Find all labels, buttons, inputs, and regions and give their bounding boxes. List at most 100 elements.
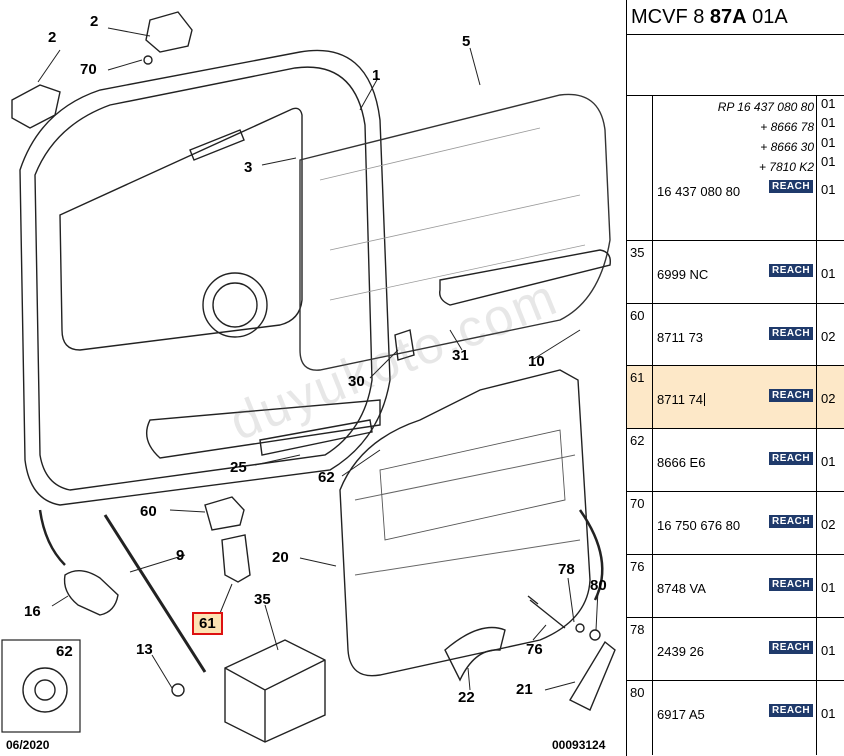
callout-30[interactable]: 30 (348, 373, 365, 390)
handle (444, 626, 506, 682)
part-number-text: 8711 74 (657, 392, 704, 407)
part-number-selected[interactable]: 8711 74 (657, 392, 706, 407)
trim-strip-10 (439, 249, 611, 306)
callout-76[interactable]: 76 (526, 641, 543, 658)
reach-badge: REACH (769, 264, 814, 277)
part-number[interactable]: 8711 73 (657, 330, 704, 345)
row-main: 2439 26 REACH (653, 618, 817, 680)
callout-20[interactable]: 20 (272, 549, 289, 566)
callout-1[interactable]: 1 (372, 67, 381, 84)
part-number[interactable]: 16 437 080 80 (657, 184, 741, 199)
row-ref (627, 96, 653, 240)
line-qty: 01 (821, 115, 836, 130)
bracket-60 (204, 496, 245, 531)
line-qty: 01 (821, 135, 836, 150)
panel-header: MCVF 8 87A 01A (627, 0, 844, 35)
quantity: 01 (821, 580, 836, 595)
part-row-35[interactable]: 35 6999 NC REACH 01 (627, 241, 844, 304)
row-main: 8666 E6 REACH (653, 429, 817, 491)
callout-35[interactable]: 35 (254, 591, 271, 608)
reach-badge: REACH (769, 578, 814, 591)
callout-9[interactable]: 9 (176, 547, 185, 564)
callout-10[interactable]: 10 (528, 353, 545, 370)
part-row-76[interactable]: 76 8748 VA REACH 01 (627, 555, 844, 618)
inset-frame (1, 639, 81, 733)
row-main: 8711 73 REACH (653, 304, 817, 365)
callout-3[interactable]: 3 (244, 159, 253, 176)
header-bold: 87A (709, 6, 747, 28)
diagram-reference: 00093124 (552, 738, 606, 752)
callout-22[interactable]: 22 (458, 689, 475, 706)
text-caret (704, 393, 706, 406)
parts-panel: MCVF 8 87A 01A RP 16 437 080 80 + 8666 7… (626, 0, 844, 756)
callout-70[interactable]: 70 (80, 61, 97, 78)
row-ref: 70 (627, 492, 653, 554)
callout-5[interactable]: 5 (462, 33, 471, 50)
part-row-70[interactable]: 70 16 750 676 80 REACH 02 (627, 492, 844, 555)
diagram-date: 06/2020 (6, 738, 50, 752)
part-row-61-selected[interactable]: 61 8711 74 REACH 02 (627, 366, 844, 429)
line-qty: 01 (821, 96, 836, 111)
reach-badge: REACH (769, 327, 814, 340)
callout-2-top[interactable]: 2 (90, 13, 99, 30)
row-main: 6917 A5 REACH (653, 681, 817, 755)
part-number[interactable]: 8666 E6 (657, 455, 706, 470)
row-ref: 62 (627, 429, 653, 491)
part-row-80[interactable]: 80 6917 A5 REACH 01 (627, 681, 844, 755)
pull-strap (569, 640, 616, 711)
header-suffix: 01A (746, 6, 788, 28)
trim-strip-25 (146, 399, 381, 459)
exploded-parts-diagram: duyukoto.com 2 2 70 5 1 3 30 31 10 25 62… (1, 11, 616, 752)
part-number[interactable]: 8748 VA (657, 581, 706, 596)
quantity: 02 (821, 329, 836, 344)
hinge-top (145, 11, 193, 53)
glass-panel (299, 93, 611, 371)
part-number[interactable]: 6917 A5 (657, 707, 705, 722)
part-row-62[interactable]: 62 8666 E6 REACH 01 (627, 429, 844, 492)
row-qty-col: 01 (817, 429, 844, 491)
part-row-78[interactable]: 78 2439 26 REACH 01 (627, 618, 844, 681)
panel-blank-row (627, 35, 844, 96)
part-row-kit[interactable]: RP 16 437 080 80 + 8666 78 + 8666 30 + 7… (627, 96, 844, 241)
tailgate-window (59, 107, 303, 351)
row-ref: 78 (627, 618, 653, 680)
callout-31[interactable]: 31 (452, 347, 469, 364)
part-number[interactable]: 6999 NC (657, 267, 709, 282)
callout-62-inset[interactable]: 62 (56, 643, 73, 660)
row-ref: 60 (627, 304, 653, 365)
reach-badge: REACH (769, 180, 814, 193)
callout-13[interactable]: 13 (136, 641, 153, 658)
quantity: 01 (821, 643, 836, 658)
row-qty-col: 01 (817, 241, 844, 303)
callout-61-highlighted[interactable]: 61 (192, 612, 223, 635)
row-qty-col: 01 (817, 555, 844, 617)
reach-badge: REACH (769, 452, 814, 465)
quantity: 01 (821, 454, 836, 469)
part-number[interactable]: 2439 26 (657, 644, 704, 659)
callout-16[interactable]: 16 (24, 603, 41, 620)
kit-line: RP 16 437 080 80 (717, 100, 814, 114)
callout-62-upper[interactable]: 62 (318, 469, 335, 486)
part-number[interactable]: 16 750 676 80 (657, 518, 741, 533)
row-ref: 80 (627, 681, 653, 755)
header-prefix: MCVF 8 (631, 6, 710, 28)
row-main: 16 750 676 80 REACH (653, 492, 817, 554)
row-qty-col: 02 (817, 304, 844, 365)
row-qty-col: 02 (817, 366, 844, 428)
part-row-60[interactable]: 60 8711 73 REACH 02 (627, 304, 844, 366)
row-ref: 35 (627, 241, 653, 303)
callout-21[interactable]: 21 (516, 681, 533, 698)
callout-2-left[interactable]: 2 (48, 29, 57, 46)
callout-25[interactable]: 25 (230, 459, 247, 476)
reach-badge: REACH (769, 704, 814, 717)
callout-60[interactable]: 60 (140, 503, 157, 520)
quantity: 01 (821, 182, 836, 197)
row-qty-col: 01 01 01 01 01 (817, 96, 844, 240)
callout-78[interactable]: 78 (558, 561, 575, 578)
callout-80[interactable]: 80 (590, 577, 607, 594)
reach-badge: REACH (769, 515, 814, 528)
quantity: 01 (821, 266, 836, 281)
row-main: 8748 VA REACH (653, 555, 817, 617)
hinge-left (11, 84, 61, 129)
bump-stop (63, 570, 119, 616)
